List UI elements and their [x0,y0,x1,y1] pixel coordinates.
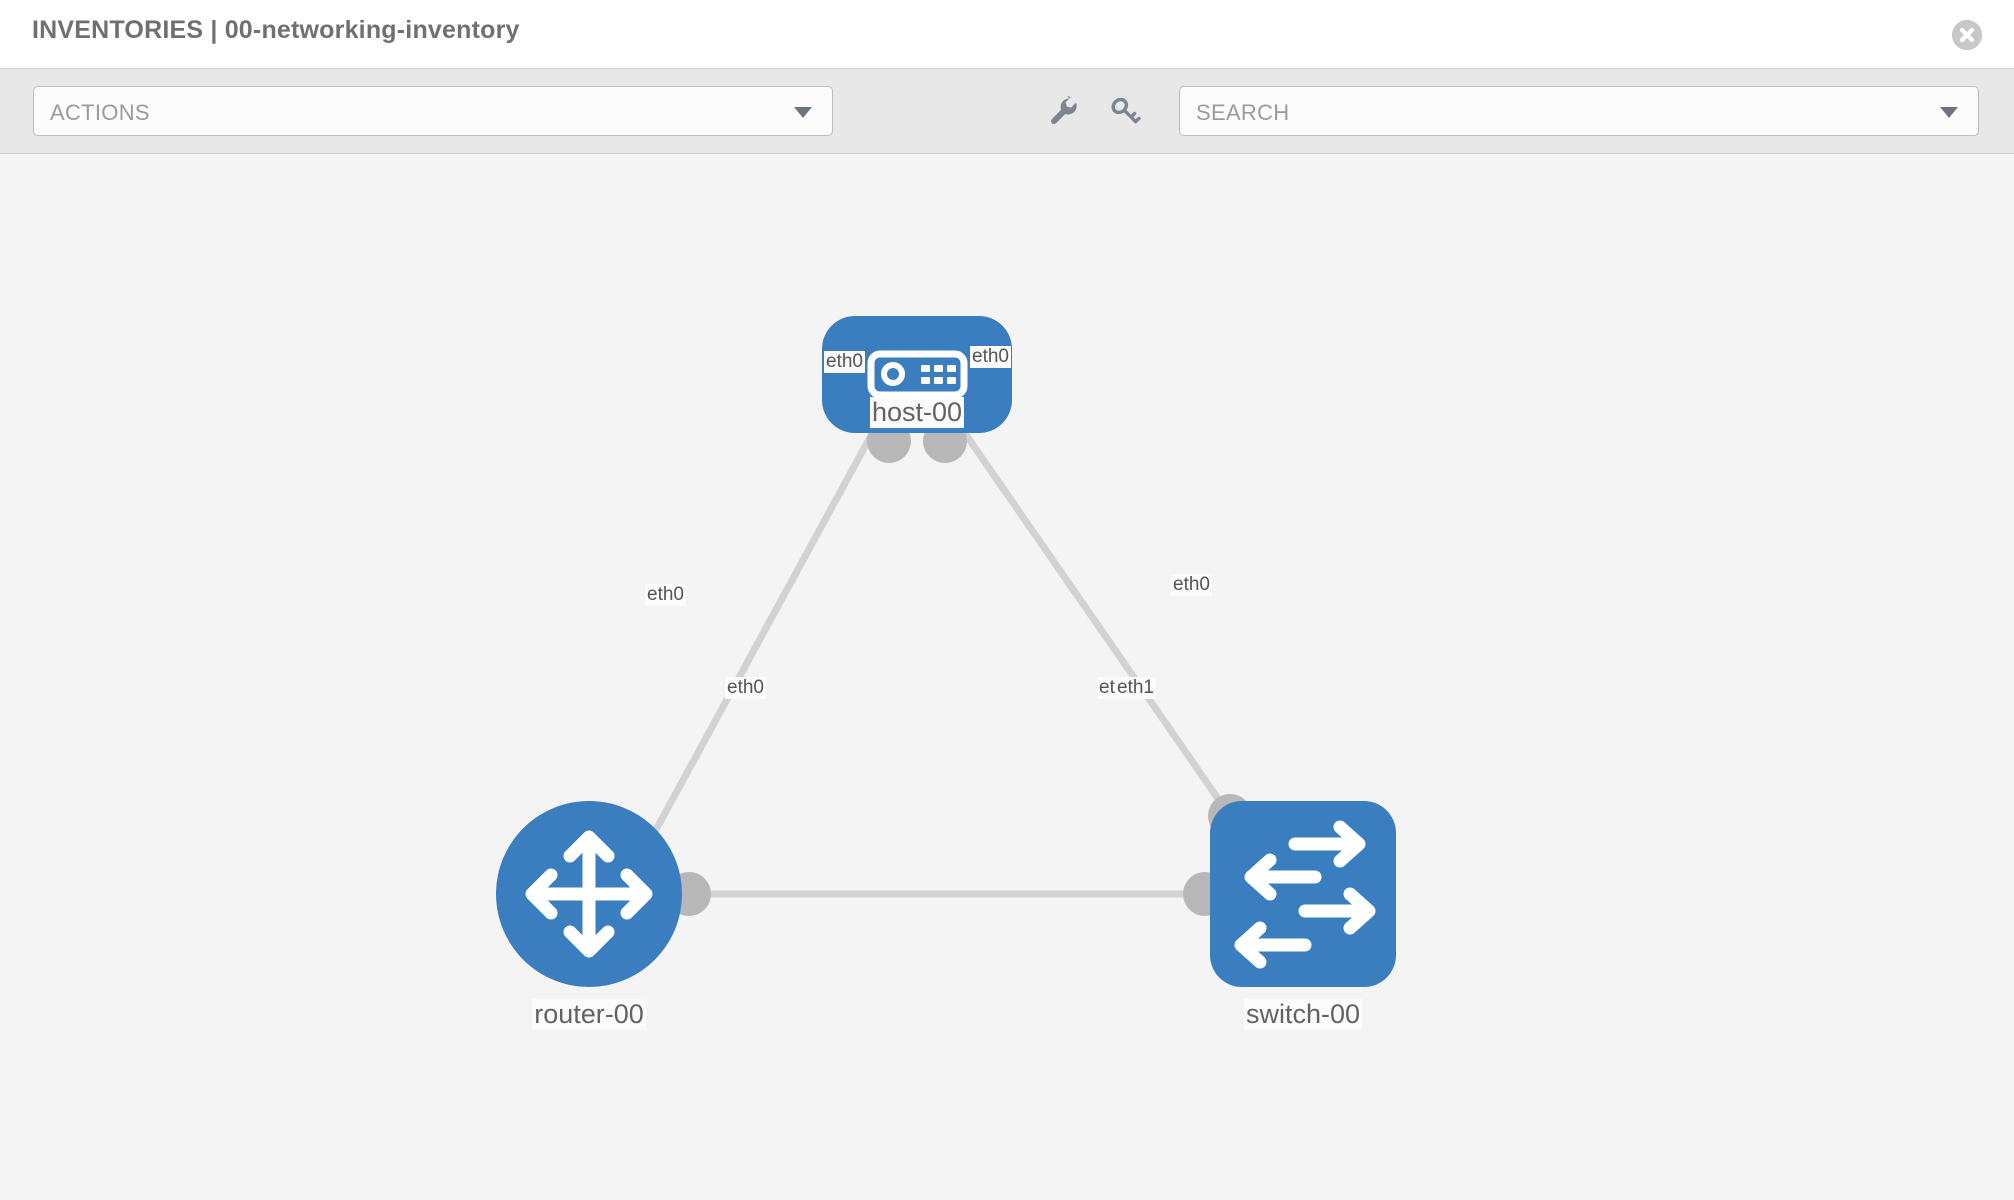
actions-dropdown-label: ACTIONS [50,100,150,125]
search-placeholder: SEARCH [1196,100,1290,125]
edge-label-host-eth0-left: eth0 [824,351,865,373]
topology-graph [496,316,1396,987]
toolbar: ACTIONS SEARCH [0,68,2014,154]
close-icon[interactable] [1952,20,1982,50]
node-host-00[interactable] [822,316,1012,433]
edge-label-host-eth0-right: eth0 [970,346,1011,368]
topology-canvas[interactable]: eth0 eth0 eth0 eth0 eth0 eth0 eth1 host-… [0,154,2014,1200]
search-input[interactable]: SEARCH [1179,86,1979,136]
edge-host-switch [952,417,1233,818]
chevron-down-icon[interactable] [1940,107,1958,118]
node-label-switch-00: switch-00 [1243,999,1363,1030]
edge-label-router-eth0: eth0 [725,677,766,699]
edge-label-router-eth0-up: eth0 [645,584,686,606]
node-label-router-00: router-00 [532,999,646,1030]
node-router-00[interactable] [496,801,682,987]
actions-dropdown[interactable]: ACTIONS [33,86,833,136]
edge-label-switch-eth0-up: eth0 [1171,574,1212,596]
node-label-host-00: host-00 [869,397,965,428]
edge-host-router [636,417,884,861]
node-switch-00[interactable] [1210,801,1396,987]
edge-label-switch-eth1: eth1 [1115,677,1156,699]
chevron-down-icon [794,107,812,118]
switch-arrows-icon [1234,820,1376,969]
server-appliance-icon [867,350,968,399]
key-icon[interactable] [1106,93,1142,129]
page-header: INVENTORIES | 00-networking-inventory [0,0,2014,68]
router-arrows-icon [525,830,653,958]
edge-endpoints [667,419,1252,916]
wrench-icon[interactable] [1046,93,1082,129]
page-title: INVENTORIES | 00-networking-inventory [32,16,520,44]
